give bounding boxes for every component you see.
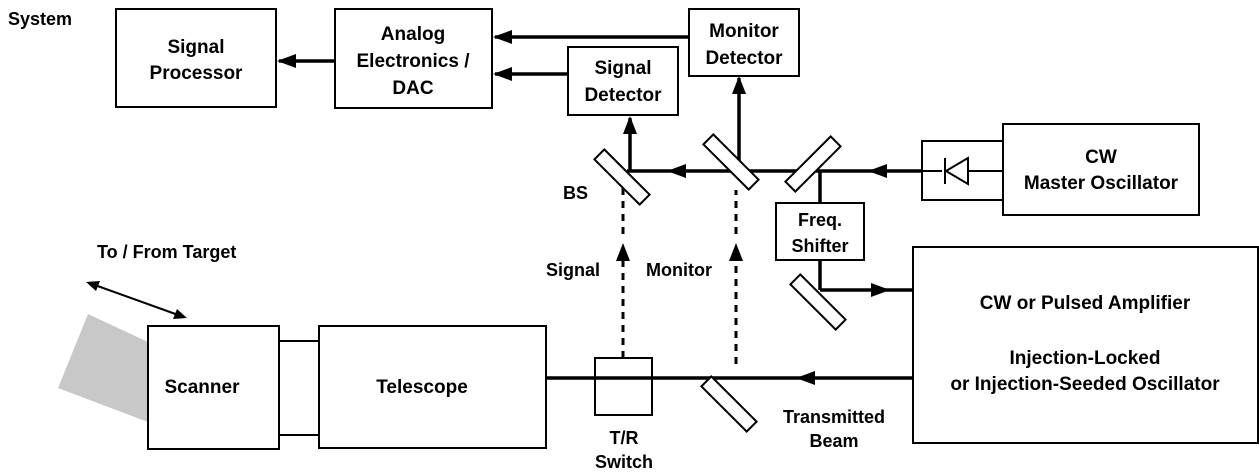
freq-shifter-label-line2: Shifter — [791, 236, 848, 256]
monitor-label: Monitor — [646, 260, 712, 280]
amplifier-label-line3: Injection-Locked — [1010, 348, 1161, 369]
freq-shifter-label-line1: Freq. — [798, 210, 842, 230]
signal-detector-label-line1: Signal — [594, 58, 651, 79]
electronics-to-processor-arrowhead — [277, 54, 296, 68]
signal-det-to-electronics-arrowhead — [493, 67, 512, 81]
analog-electronics-label-line3: DAC — [392, 78, 433, 99]
system-title-fragment: System — [8, 9, 72, 29]
signal-processor-box: Signal Processor — [115, 8, 277, 108]
monitor-detector-label-line2: Detector — [705, 48, 783, 69]
scanner-box: Scanner — [147, 325, 280, 450]
target-double-arrow — [86, 281, 187, 319]
analog-electronics-box: Analog Electronics / DAC — [334, 8, 493, 109]
tr-switch-label-line1: T/R — [610, 428, 639, 448]
beam-splitter-signal — [593, 148, 651, 206]
amplifier-label-line4: or Injection-Seeded Oscillator — [950, 374, 1220, 395]
amplifier-output-arrowhead — [796, 371, 815, 385]
analog-electronics-label-line1: Analog — [381, 24, 445, 45]
monitor-detector-box: Monitor Detector — [688, 8, 800, 77]
signal-processor-label-line2: Processor — [150, 63, 244, 84]
monitor-detector-label-line1: Monitor — [709, 21, 779, 42]
telescope-box: Telescope — [318, 325, 547, 449]
beam-splitter-transmit — [700, 375, 758, 433]
transmitted-beam-label-line1: Transmitted — [783, 407, 885, 427]
tr-switch-label-line2: Switch — [595, 452, 653, 472]
amplifier-box: CW or Pulsed Amplifier Injection-Locked … — [912, 246, 1259, 444]
analog-electronics-label-line2: Electronics / — [357, 51, 471, 72]
signal-processor-label-line1: Signal — [167, 37, 224, 58]
diode-isolator-symbol — [921, 140, 1004, 201]
oscillator-path-arrowhead-2 — [667, 164, 686, 178]
signal-detector-label-line2: Detector — [584, 85, 662, 106]
telescope-label: Telescope — [376, 377, 468, 398]
monitor-dashed-arrowhead — [729, 243, 743, 261]
scanner-label: Scanner — [165, 377, 241, 398]
signal-detector-box: Signal Detector — [567, 46, 679, 116]
bs-to-signal-detector-arrowhead — [623, 116, 637, 134]
beam-splitter-oscillator — [784, 135, 842, 193]
amplifier-label-line1: CW or Pulsed Amplifier — [980, 293, 1191, 314]
mirror-seed — [789, 273, 847, 331]
master-oscillator-box: CW Master Oscillator — [1002, 123, 1200, 216]
to-from-target-label: To / From Target — [97, 242, 236, 262]
monitor-to-electronics-arrowhead — [493, 30, 512, 44]
target-beam-shade — [58, 314, 148, 422]
seed-to-amplifier-arrowhead — [871, 283, 890, 297]
oscillator-path-arrowhead-1 — [868, 164, 887, 178]
beam-splitter-monitor — [702, 133, 760, 191]
scanner-telescope-coupler — [278, 340, 320, 436]
tr-switch-box — [594, 357, 653, 416]
bs-label: BS — [563, 183, 588, 203]
signal-label: Signal — [546, 260, 600, 280]
master-oscillator-label-line2: Master Oscillator — [1024, 173, 1179, 194]
master-oscillator-label-line1: CW — [1085, 147, 1117, 168]
monitor-bs-to-monitor-detector-arrowhead — [732, 76, 746, 94]
transmitted-beam-label-line2: Beam — [809, 431, 858, 451]
freq-shifter-box: Freq. Shifter — [775, 202, 865, 261]
signal-dashed-arrowhead — [616, 243, 630, 261]
